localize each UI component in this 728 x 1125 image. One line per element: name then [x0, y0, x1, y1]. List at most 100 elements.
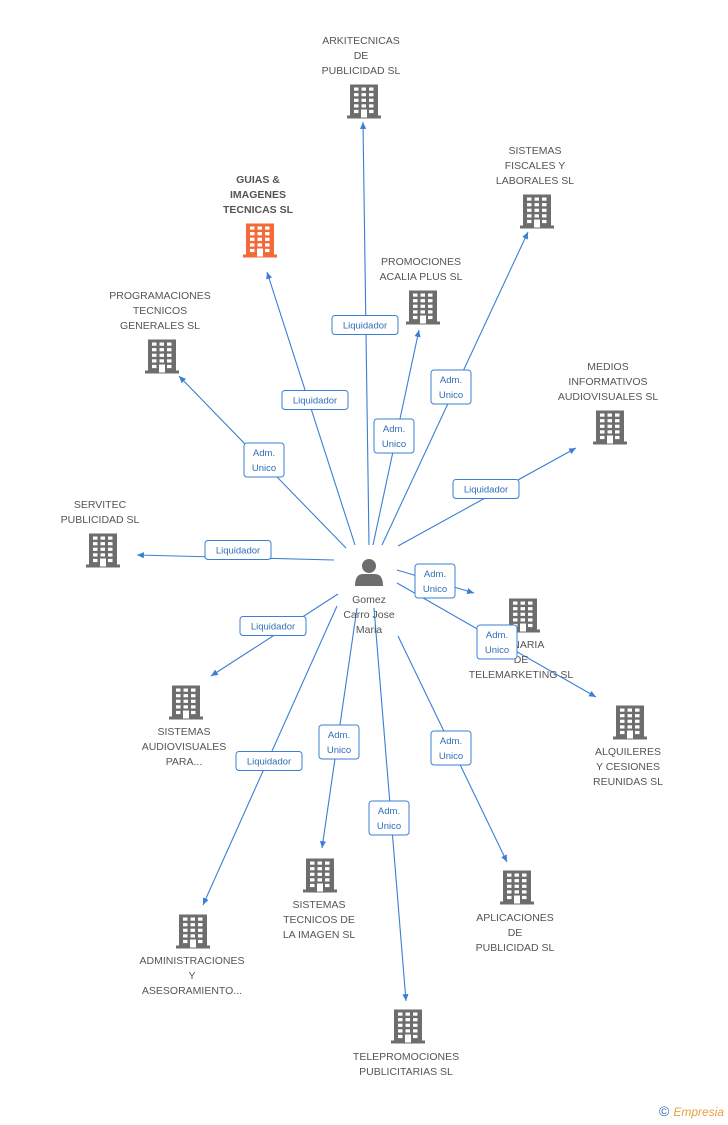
company-label-line: LA IMAGEN SL	[283, 929, 356, 941]
relation-label: Adm.	[486, 630, 508, 641]
relation-label: Adm.	[440, 736, 462, 747]
relation-label: Adm.	[378, 806, 400, 817]
company-label-line: PROMOCIONES	[381, 256, 461, 268]
company-label-line: INFORMATIVOS	[568, 376, 647, 388]
relation-badge-box	[318, 724, 360, 760]
company-node-sistemas-audiovisuales[interactable]: SISTEMASAUDIOVISUALESPARA...	[142, 685, 227, 769]
relation-label: Liquidador	[216, 546, 260, 557]
relation-badge-box	[368, 800, 410, 836]
company-node-alquileres-cesiones[interactable]: ALQUILERES Y CESIONES REUNIDAS SL	[593, 705, 663, 789]
building-icon	[500, 870, 534, 905]
company-label-line: REUNIDAS SL	[593, 776, 663, 788]
relation-badge[interactable]: Liquidador	[452, 479, 520, 499]
company-label-line: PUBLICIDAD SL	[322, 65, 401, 77]
building-icon	[347, 84, 381, 119]
company-label-line: APLICACIONES	[476, 912, 554, 924]
relation-badge[interactable]: Liquidador	[204, 540, 272, 560]
relation-label: Unico	[485, 645, 509, 656]
relation-label: Liquidador	[464, 485, 508, 496]
relation-badge[interactable]: Adm.Unico	[318, 724, 360, 760]
relation-label: Adm.	[328, 730, 350, 741]
relation-badge-box	[235, 751, 303, 771]
relation-label: Adm.	[383, 424, 405, 435]
company-label-line: TECNICAS SL	[223, 204, 294, 216]
company-label-line: ADMINISTRACIONES	[139, 955, 244, 967]
relation-badge-box	[476, 624, 518, 660]
relation-label: Unico	[439, 751, 463, 762]
relation-label: Liquidador	[293, 396, 337, 407]
company-label-line: PUBLICITARIAS SL	[359, 1066, 453, 1078]
company-node-promociones-acalia[interactable]: PROMOCIONES ACALIA PLUS SL	[380, 256, 463, 325]
relation-label: Adm.	[424, 569, 446, 580]
relation-badge-box	[239, 616, 307, 636]
building-icon	[243, 223, 277, 258]
company-label-line: IMAGENES	[230, 189, 286, 201]
relation-label: Unico	[382, 439, 406, 450]
company-label-line: PROGRAMACIONES	[109, 290, 211, 302]
building-icon	[176, 914, 210, 949]
company-label-line: AUDIOVISUALES	[142, 741, 227, 753]
company-node-administraciones[interactable]: ADMINISTRACIONES Y ASESORAMIENTO...	[139, 914, 245, 998]
relation-badge[interactable]: Adm. Unico	[476, 624, 518, 660]
relation-badge[interactable]: Liquidador	[331, 315, 399, 335]
building-icon	[593, 410, 627, 445]
company-label-line: PUBLICIDAD SL	[476, 942, 555, 954]
relation-label: Unico	[423, 584, 447, 595]
company-label-line: Y	[188, 970, 195, 982]
building-icon	[145, 339, 179, 374]
company-label-line: ARKITECNICAS	[322, 35, 400, 47]
company-label-line: ALQUILERES	[595, 746, 661, 758]
person-name-line: Carro Jose	[343, 609, 395, 621]
relation-label: Liquidador	[251, 622, 295, 633]
relation-badge-box	[373, 418, 415, 454]
relation-badge[interactable]: Adm. Unico	[243, 442, 285, 478]
building-icon	[303, 858, 337, 893]
building-icon	[406, 290, 440, 325]
company-label-line: PUBLICIDAD SL	[61, 514, 140, 526]
relation-badge[interactable]: Adm. Unico	[430, 730, 472, 766]
brand-watermark: ©Empresia	[659, 1103, 724, 1119]
company-label-line: MEDIOS	[587, 361, 628, 373]
relation-badge[interactable]: Liquidador	[235, 751, 303, 771]
company-label-line: SISTEMAS	[508, 145, 561, 157]
company-label-line: GUIAS &	[236, 174, 280, 186]
person-icon	[355, 559, 383, 586]
company-label-line: ACALIA PLUS SL	[380, 271, 463, 283]
relation-badge[interactable]: Liquidador	[239, 616, 307, 636]
relation-badge-box	[204, 540, 272, 560]
relation-badge-box	[430, 730, 472, 766]
relation-badge-box	[452, 479, 520, 499]
brand-name: Empresia	[673, 1105, 724, 1119]
relation-badge[interactable]: Adm. Unico	[373, 418, 415, 454]
company-node-guias-imagenes[interactable]: GUIAS & IMAGENES TECNICAS SL	[223, 174, 294, 258]
relation-badge[interactable]: Liquidador	[281, 390, 349, 410]
company-label-line: FISCALES Y	[505, 160, 566, 172]
relation-badge[interactable]: Adm.Unico	[368, 800, 410, 836]
building-icon	[520, 194, 554, 229]
relation-badge[interactable]: Adm.Unico	[430, 369, 472, 405]
company-node-sistemas-fiscales[interactable]: SISTEMAS FISCALES Y LABORALES SL	[496, 145, 574, 229]
company-label-line: GENERALES SL	[120, 320, 200, 332]
company-label-line: TELEMARKETING SL	[469, 669, 574, 681]
company-label-line: Y CESIONES	[596, 761, 660, 773]
relation-label: Unico	[439, 390, 463, 401]
relation-label: Adm.	[253, 448, 275, 459]
relation-badge[interactable]: Adm. Unico	[414, 563, 456, 599]
building-icon	[613, 705, 647, 740]
company-label-line: LABORALES SL	[496, 175, 574, 187]
company-label-line: PARA...	[166, 756, 203, 768]
relation-label: Liquidador	[247, 757, 291, 768]
company-label-line: ASESORAMIENTO...	[142, 985, 242, 997]
company-label-line: TECNICOS DE	[283, 914, 355, 926]
relation-label: Unico	[252, 463, 276, 474]
